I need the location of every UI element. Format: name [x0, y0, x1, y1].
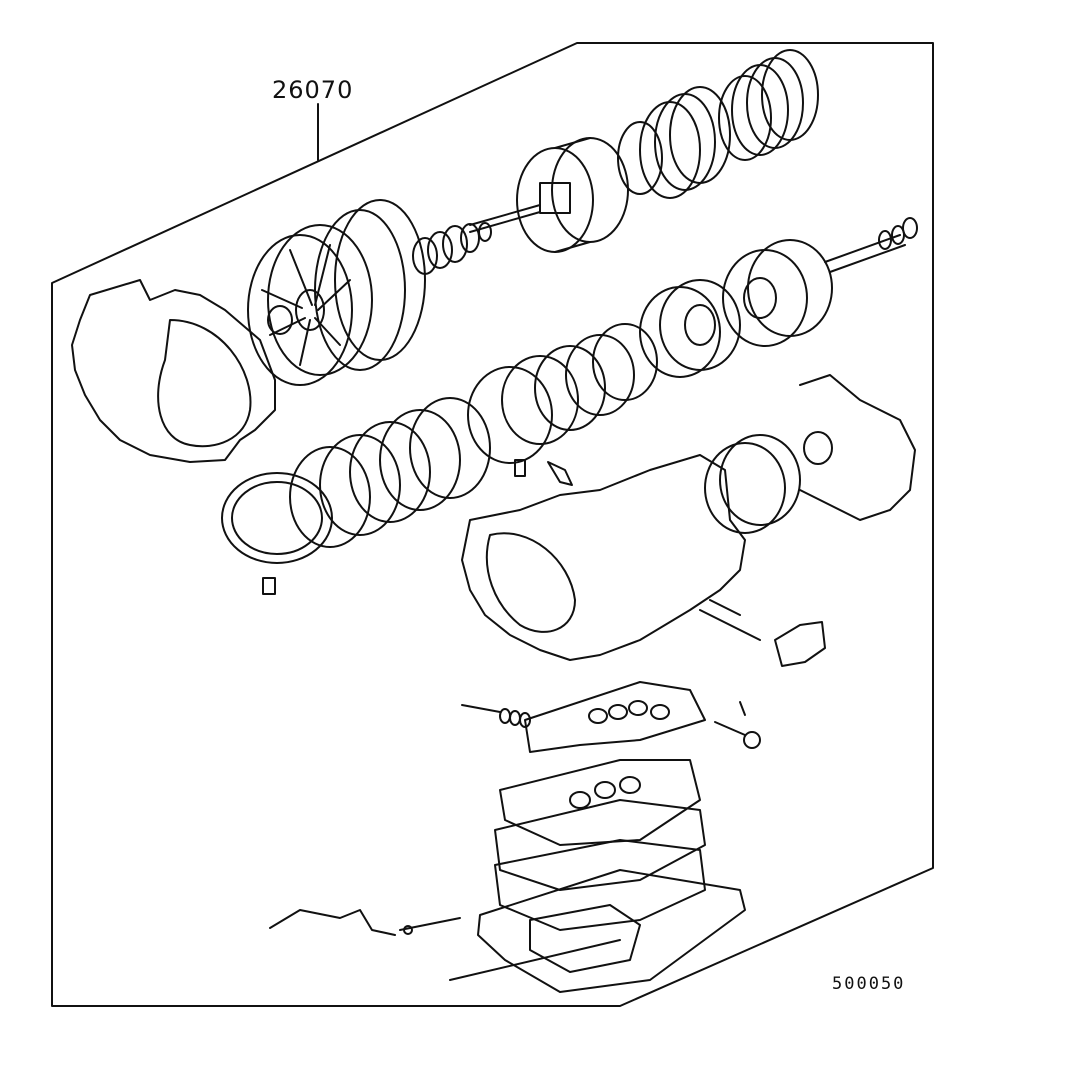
filter-leader-line [399, 917, 461, 931]
converter-hub-ring [267, 305, 293, 335]
part-number-label: 26070 [272, 76, 354, 104]
upper-shaft [469, 204, 541, 233]
middle-clutch-pack [221, 323, 658, 564]
valve-body-upper [524, 681, 706, 753]
upper-clutch-drum-assembly [617, 49, 819, 199]
pan-leader-line [449, 939, 621, 981]
extension-housing [704, 374, 916, 534]
valve-body-lower-gasket [494, 839, 706, 931]
small-plug-2 [514, 459, 526, 477]
rear-clutch-drum [722, 239, 833, 347]
reference-code-label: 500050 [832, 974, 906, 994]
planetary-gear-set-upper [516, 137, 629, 253]
filler-tube [699, 599, 761, 641]
converter-housing-gasket [71, 279, 276, 463]
planetary-gear-set-middle [639, 279, 741, 378]
transmission-case-inner [485, 532, 576, 633]
dipstick-tube [269, 909, 396, 936]
solenoid-left [461, 704, 531, 728]
small-washer [403, 925, 413, 935]
kit-boundary-frame [51, 42, 934, 1007]
transmission-case-gasket [461, 454, 746, 661]
torque-converter [247, 199, 426, 386]
solenoid-right [714, 701, 761, 749]
output-shaft-end [824, 217, 918, 273]
small-clip [547, 461, 573, 486]
converter-housing-inner [157, 319, 252, 448]
oil-filter [529, 904, 641, 973]
oil-pan-gasket [477, 869, 746, 993]
oil-pan-side-gasket [774, 621, 826, 667]
valve-body-middle [499, 759, 701, 846]
separator-plate-gasket [494, 799, 706, 891]
small-plug-1 [262, 577, 276, 595]
